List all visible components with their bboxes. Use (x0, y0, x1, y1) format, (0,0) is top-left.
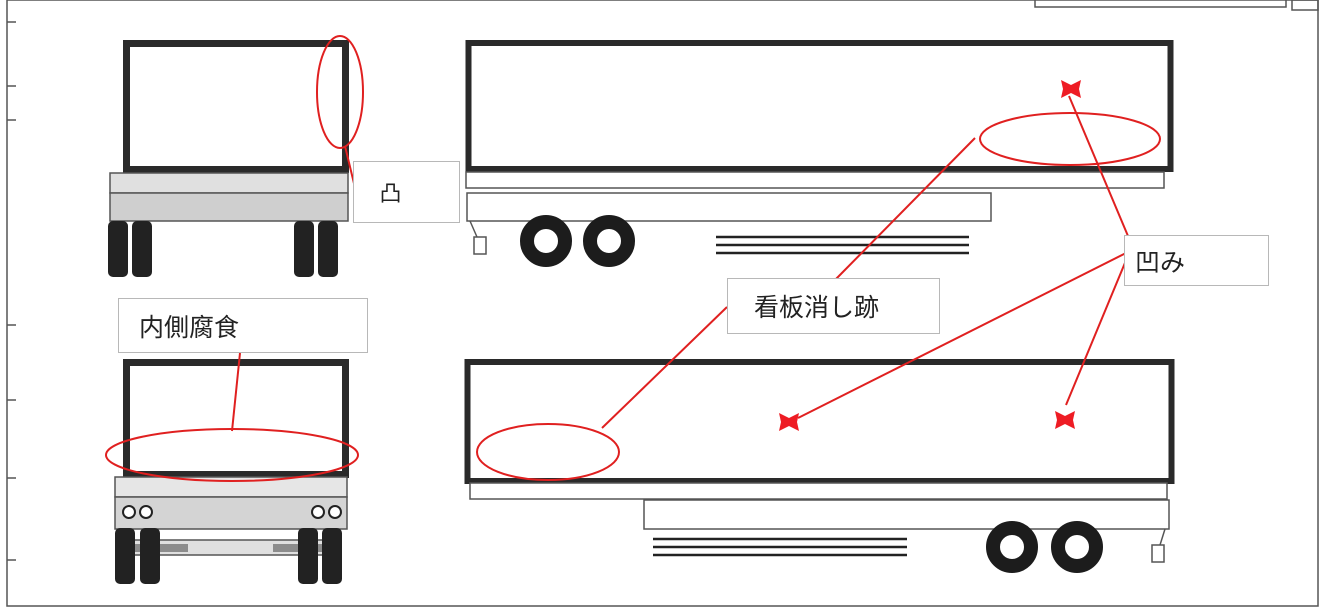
bulge-label: 凸 (379, 182, 402, 207)
bulge-label-box: 凸 (353, 161, 460, 223)
dent-label: 凹み (1135, 247, 1186, 277)
dent-marker-top (1061, 80, 1081, 98)
damage-ellipses (105, 35, 1161, 482)
annotation-lines (231, 95, 1137, 432)
inner-corrosion-label: 内側腐食 (139, 312, 240, 342)
dent-marker-bottom-left (779, 413, 799, 431)
sign-removal-label: 看板消し跡 (754, 293, 880, 322)
trailer-side-view-top (465, 40, 1174, 267)
sign-removal-area-ellipse-bottom (476, 423, 620, 481)
trailer-rear-view-top (108, 40, 349, 277)
document-frame (6, 0, 1319, 607)
trailer-side-view-bottom (464, 359, 1175, 573)
inner-corrosion-area-ellipse (105, 428, 359, 482)
sign-removal-area-ellipse-top (979, 112, 1161, 166)
tail-lights (122, 505, 342, 519)
dent-label-box: 凹み (1124, 235, 1269, 286)
inner-corrosion-label-box: 内側腐食 (118, 298, 368, 353)
trailer-rear-view-bottom (114, 359, 349, 584)
dent-markers (779, 80, 1081, 431)
dent-marker-bottom-right (1055, 411, 1075, 429)
sign-removal-label-box: 看板消し跡 (727, 278, 940, 334)
bulge-area-ellipse (316, 35, 364, 149)
